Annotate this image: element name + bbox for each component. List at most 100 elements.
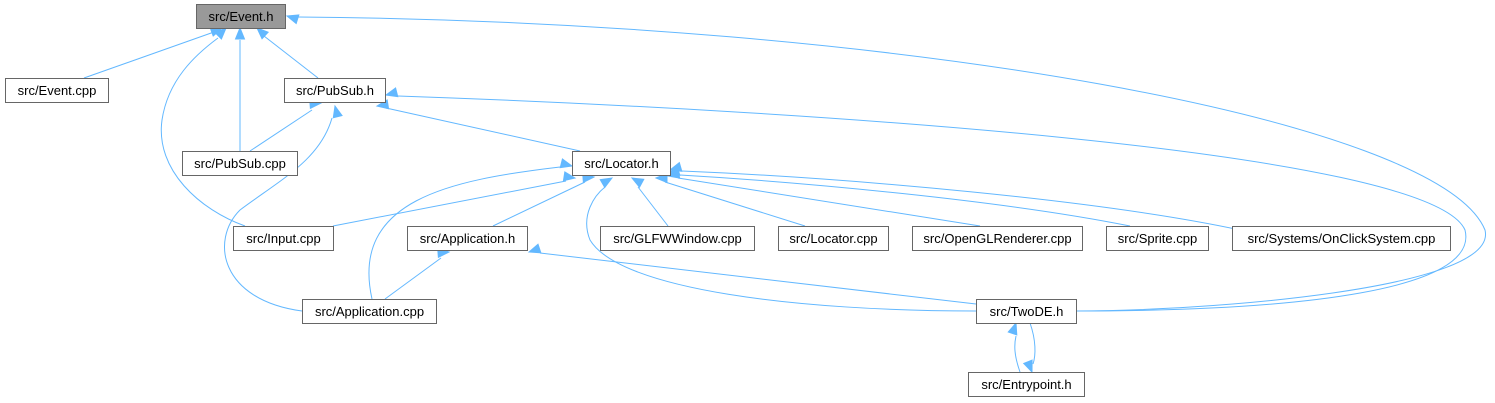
node-onclicksystem-cpp[interactable]: src/Systems/OnClickSystem.cpp [1232,226,1451,251]
node-box [600,226,755,251]
node-box [778,226,889,251]
edge-line [586,186,977,312]
node-box [233,226,334,251]
edge-arrowhead [214,27,227,40]
edge-line [384,257,442,300]
edge-line [681,170,1241,231]
edge-line [368,166,561,300]
edge-entrypoint_h-to-twode_h [1007,321,1021,373]
edge-arrowhead [234,26,246,40]
edge-arrowhead [332,104,343,119]
node-label: src/PubSub.h [296,83,374,98]
edge-line [297,16,1486,312]
edge-arrowhead [285,14,300,25]
node-box [284,78,386,103]
node-label: src/TwoDE.h [990,304,1064,319]
node-box [196,4,286,29]
node-box [182,151,298,176]
node-box [1106,226,1209,251]
node-twode-h[interactable]: src/TwoDE.h [976,299,1077,324]
edge-onclicksystem_cpp-to-locator_h [668,161,1241,231]
node-box [572,151,671,176]
edge-twode_h-to-entrypoint_h [1022,322,1036,374]
node-input-cpp[interactable]: src/Input.cpp [233,226,334,251]
nodes-layer: src/Event.h src/Event.cpp src/PubSub.h src/… [5,4,1451,397]
edge-line [224,117,333,312]
edge-locator_cpp-to-locator_h [654,172,806,227]
node-label: src/Application.h [420,231,515,246]
edge-line [397,95,1467,312]
edge-line [539,252,977,305]
edge-line [679,174,1131,227]
edge-arrowhead [1007,321,1018,336]
node-label: src/Sprite.cpp [1118,231,1197,246]
node-label: src/Locator.h [584,156,658,171]
node-box [912,226,1083,251]
node-label: src/Entrypoint.h [981,377,1071,392]
node-box [302,299,437,324]
edge-arrowhead [562,171,577,182]
node-label: src/Event.cpp [18,83,97,98]
node-box [1232,226,1451,251]
edge-event_cpp-to-event_h [83,27,224,79]
edge-twode_h-to-application_h [527,243,977,305]
node-application-cpp[interactable]: src/Application.cpp [302,299,437,324]
edge-arrowhead [527,243,542,254]
edge-pubsub_cpp-to-event_h [234,26,246,151]
edge-arrowhead [599,177,614,189]
edge-arrowhead [630,177,645,189]
edge-pubsub_cpp-to-pubsub_h [249,98,323,152]
edge-application_cpp-to-application_h [384,247,451,300]
edge-twode_h-to-pubsub_h [384,87,1467,312]
node-application-h[interactable]: src/Application.h [407,226,528,251]
edge-line [1029,322,1036,365]
node-sprite-cpp[interactable]: src/Sprite.cpp [1106,226,1209,251]
edge-sprite_cpp-to-locator_h [666,165,1131,227]
edge-line [385,107,581,152]
node-pubsub-h[interactable]: src/PubSub.h [284,78,386,103]
node-event-h[interactable]: src/Event.h [196,4,286,29]
edge-glfwwindow_cpp-to-locator_h [630,177,669,227]
node-label: src/Systems/OnClickSystem.cpp [1248,231,1436,246]
edge-application_cpp-to-locator_h [368,158,574,300]
edge-arrowhead [668,161,683,172]
edge-line [332,180,567,227]
node-label: src/Application.cpp [315,304,424,319]
edge-line [677,177,981,227]
node-event-cpp[interactable]: src/Event.cpp [5,78,109,103]
edge-arrowhead [384,87,399,98]
node-pubsub-cpp[interactable]: src/PubSub.cpp [182,151,298,176]
node-label: src/GLFWWindow.cpp [613,231,742,246]
node-box [407,226,528,251]
node-openglrenderer-cpp[interactable]: src/OpenGLRenderer.cpp [912,226,1083,251]
edge-arrowhead [1022,359,1033,374]
node-entrypoint-h[interactable]: src/Entrypoint.h [968,372,1085,397]
edge-twode_h-to-event_h [285,14,1486,312]
node-label: src/Input.cpp [246,231,320,246]
node-box [5,78,109,103]
edge-line [263,35,319,79]
node-box [976,299,1077,324]
edge-twode_h-to-locator_h [586,177,977,312]
edge-arrowhead [256,27,270,40]
node-locator-h[interactable]: src/Locator.h [572,151,671,176]
node-label: src/OpenGLRenderer.cpp [923,231,1071,246]
edge-arrowhead [559,158,574,169]
node-glfwwindow-cpp[interactable]: src/GLFWWindow.cpp [600,226,755,251]
edge-line [83,31,215,79]
edge-line [1014,335,1021,373]
edge-pubsub_h-to-event_h [256,27,319,79]
node-label: src/Event.h [208,9,273,24]
edge-input_cpp-to-event_h [160,27,246,227]
edge-application_cpp-to-pubsub_h [224,104,343,312]
node-label: src/PubSub.cpp [194,156,286,171]
edge-locator_h-to-pubsub_h [375,99,581,152]
edge-line [637,186,669,227]
node-locator-cpp[interactable]: src/Locator.cpp [778,226,889,251]
edge-line [664,181,806,227]
edge-application_h-to-locator_h [492,172,596,227]
edge-line [249,109,313,152]
node-label: src/Locator.cpp [789,231,877,246]
edge-line [492,181,586,227]
